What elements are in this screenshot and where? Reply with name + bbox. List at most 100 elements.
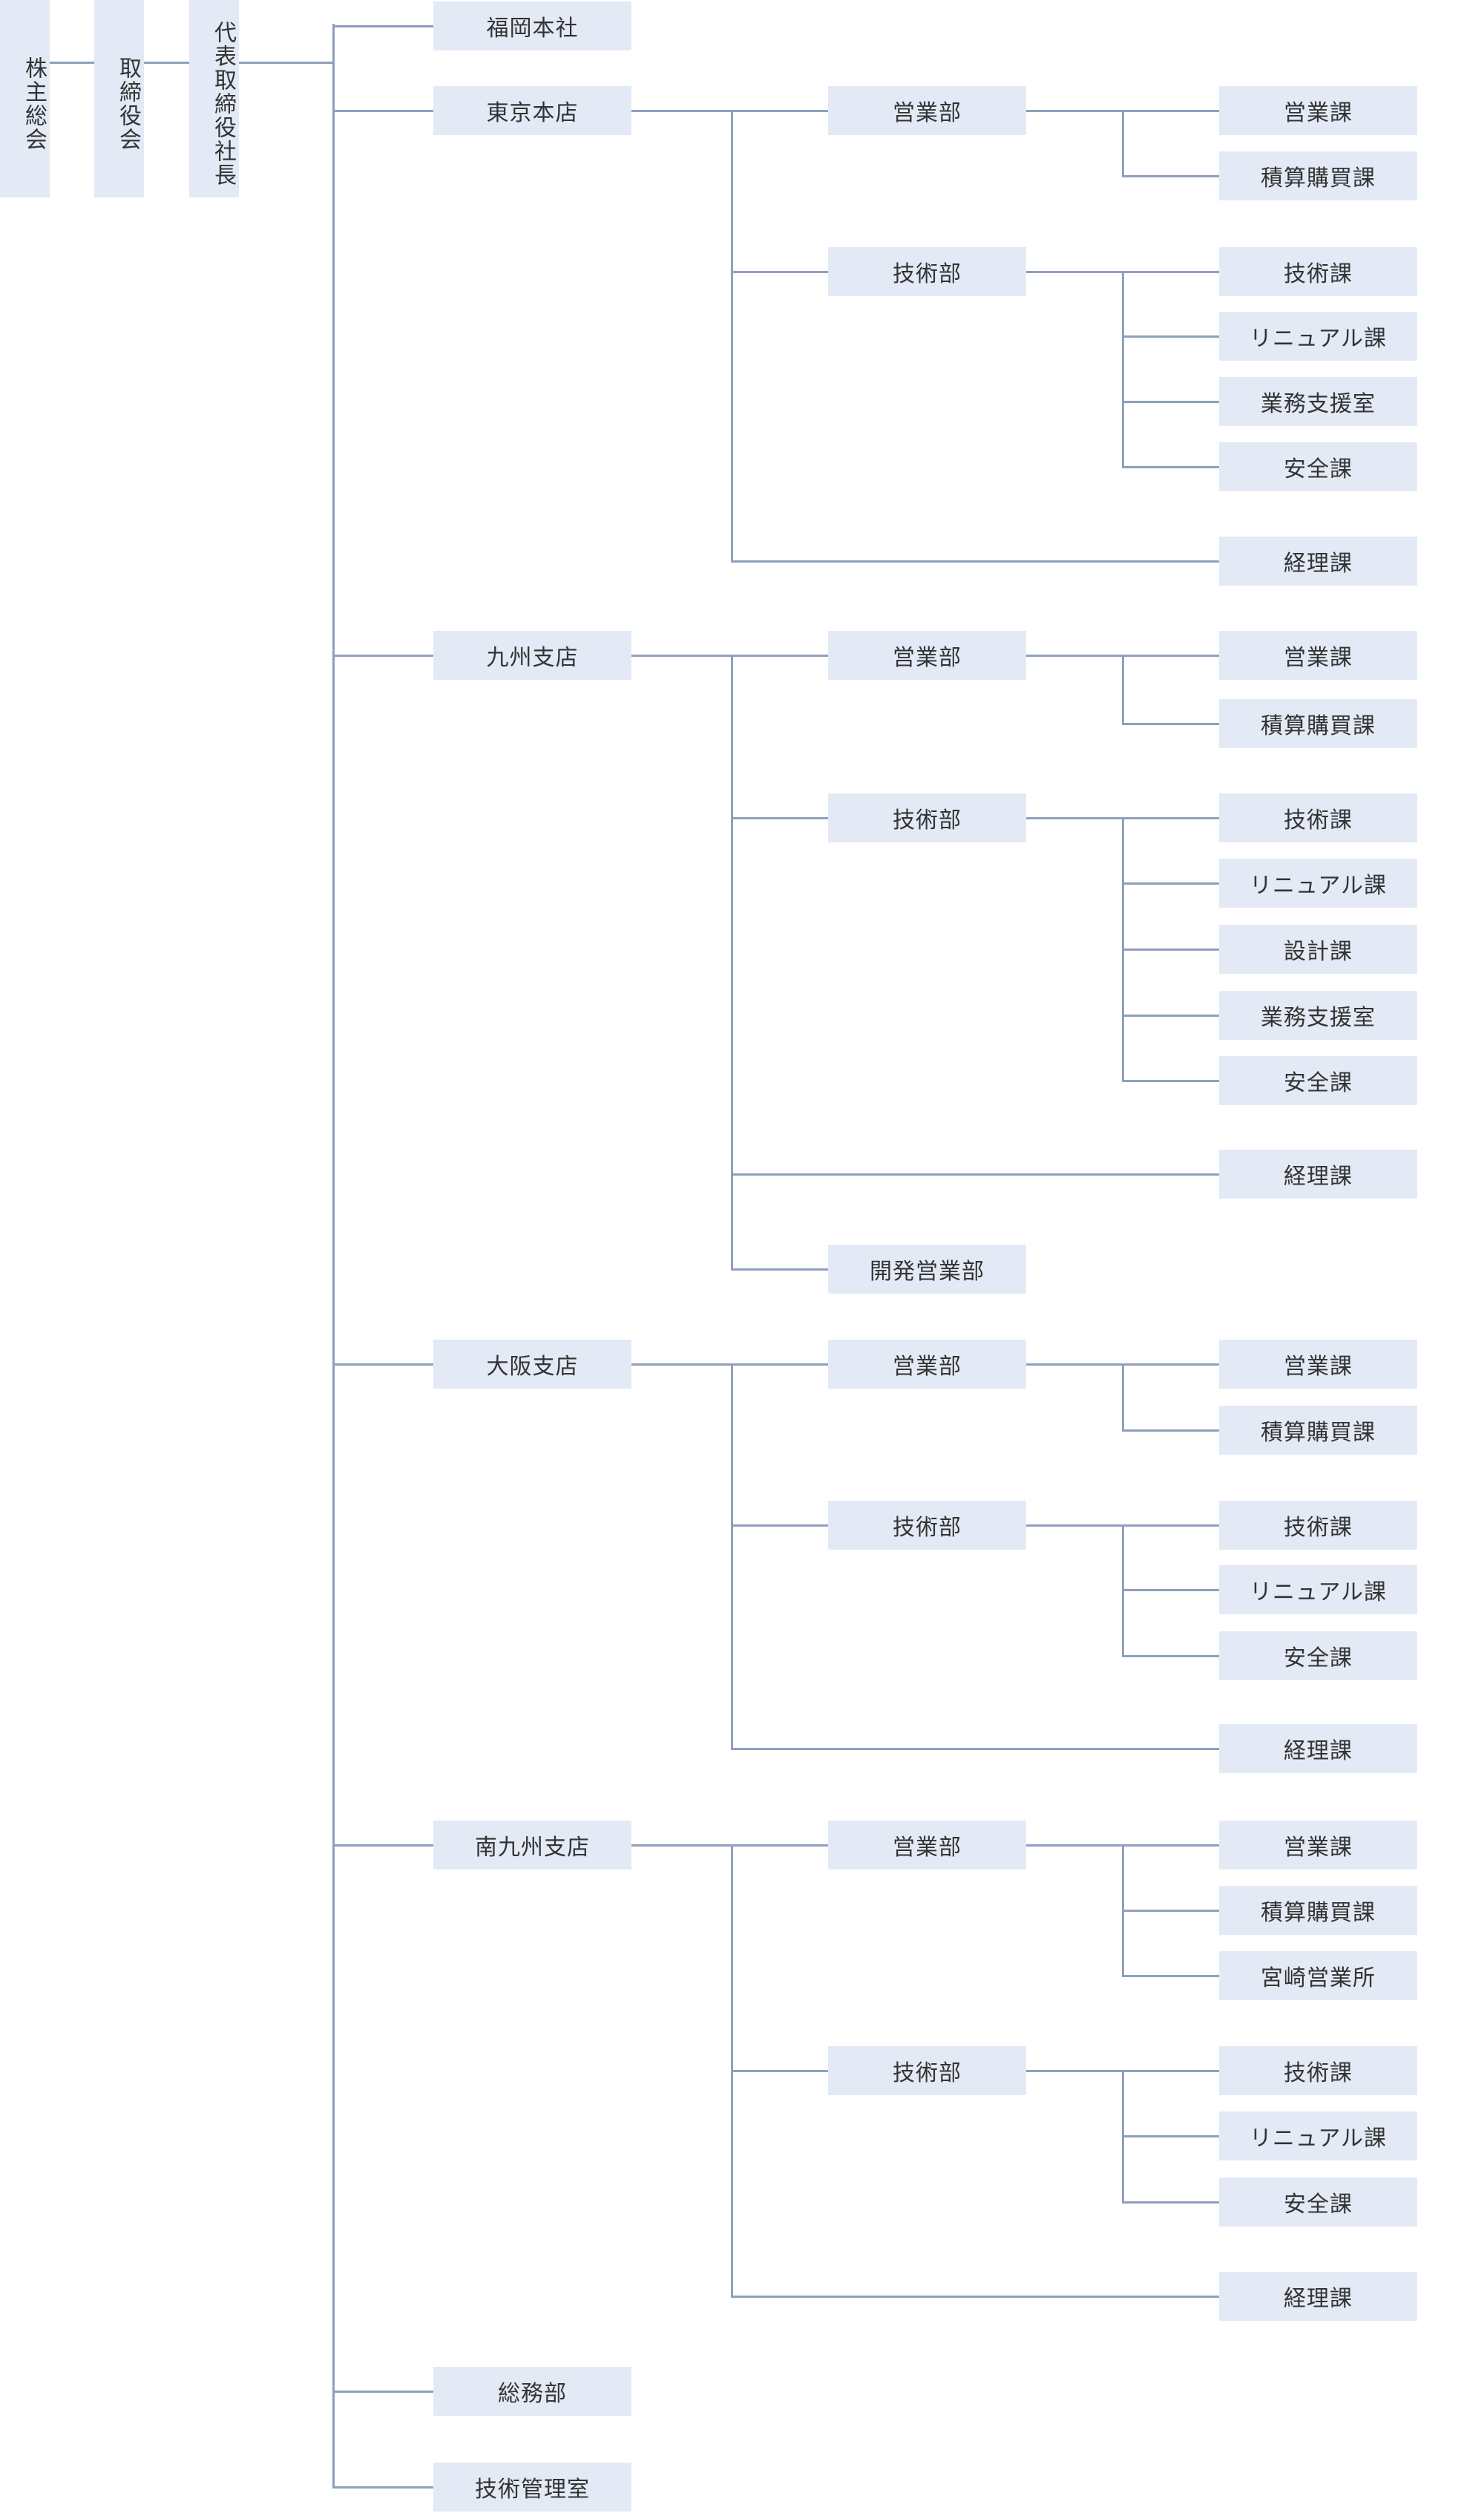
connector <box>1123 2070 1219 2072</box>
shareholders-label: 株主総会 <box>21 56 47 151</box>
connector <box>731 655 733 1271</box>
connector <box>1123 466 1219 468</box>
section-box: リニュアル課 <box>1219 859 1417 908</box>
connector <box>333 655 433 657</box>
section-label: 経理課 <box>1284 551 1353 577</box>
unit-soumu-label: 総務部 <box>498 2381 567 2407</box>
connector <box>333 110 433 112</box>
section-box: 経理課 <box>1219 1724 1417 1773</box>
board-box: 取締役会 <box>94 0 144 197</box>
connector <box>332 24 335 2489</box>
department-box: 営業部 <box>828 631 1026 680</box>
connector <box>333 2486 433 2489</box>
section-label: 技術課 <box>1284 2060 1353 2086</box>
connector <box>1122 1525 1124 1657</box>
section-label: 業務支援室 <box>1261 1005 1376 1031</box>
section-label: 安全課 <box>1284 1645 1353 1671</box>
department-label: 営業部 <box>893 1354 962 1380</box>
connector <box>1026 1363 1123 1366</box>
connector <box>1026 2070 1123 2072</box>
department-box: 技術部 <box>828 247 1026 296</box>
department-label: 技術部 <box>893 261 962 287</box>
department-box: 技術部 <box>828 2046 1026 2095</box>
connector <box>732 1844 828 1847</box>
section-box: 経理課 <box>1219 1150 1417 1199</box>
connector <box>1123 1589 1219 1591</box>
department-box: 営業部 <box>828 86 1026 135</box>
department-box: 営業部 <box>828 1340 1026 1389</box>
department-label: 開発営業部 <box>870 1259 985 1285</box>
connector <box>1123 817 1219 819</box>
connector <box>732 1748 1219 1750</box>
unit-tokyo-box: 東京本店 <box>433 86 631 135</box>
section-box: 営業課 <box>1219 1340 1417 1389</box>
connector <box>1123 271 1219 273</box>
connector <box>732 2296 1219 2298</box>
connector <box>1123 1844 1219 1847</box>
connector <box>1123 175 1219 177</box>
section-label: リニュアル課 <box>1249 1579 1388 1605</box>
connector <box>1123 723 1219 725</box>
connector <box>1123 335 1219 338</box>
connector <box>1122 1364 1124 1432</box>
connector <box>732 655 828 657</box>
section-label: 技術課 <box>1284 807 1353 833</box>
connector <box>732 2070 828 2072</box>
shareholders-box: 株主総会 <box>0 0 50 197</box>
section-label: 業務支援室 <box>1261 391 1376 417</box>
section-label: 安全課 <box>1284 1070 1353 1096</box>
section-box: 設計課 <box>1219 925 1417 974</box>
section-box: 安全課 <box>1219 1056 1417 1105</box>
connector <box>732 1524 828 1527</box>
section-label: 宮崎営業所 <box>1261 1965 1376 1991</box>
connector <box>732 560 1219 563</box>
section-label: 経理課 <box>1284 1738 1353 1764</box>
connector <box>333 1844 433 1847</box>
connector <box>1026 110 1123 112</box>
connector <box>732 1363 828 1366</box>
unit-kyushu-box: 九州支店 <box>433 631 631 680</box>
connector <box>1026 817 1123 819</box>
section-label: 営業課 <box>1284 100 1353 126</box>
board-label: 取締役会 <box>115 56 141 151</box>
department-box: 技術部 <box>828 1501 1026 1550</box>
department-label: 技術部 <box>893 2060 962 2086</box>
connector <box>333 25 433 27</box>
connector <box>732 110 828 112</box>
president-box: 代表取締役社長 <box>189 0 239 197</box>
connector <box>731 1364 733 1750</box>
section-label: 経理課 <box>1284 2286 1353 2312</box>
connector <box>631 1363 732 1366</box>
section-label: 営業課 <box>1284 1354 1353 1380</box>
connector <box>333 1363 433 1366</box>
connector <box>1123 948 1219 951</box>
section-box: 積算購買課 <box>1219 151 1417 200</box>
connector <box>732 1268 828 1271</box>
unit-tokyo-label: 東京本店 <box>486 100 579 126</box>
section-box: 積算購買課 <box>1219 1406 1417 1455</box>
section-label: 積算購買課 <box>1261 166 1376 191</box>
section-label: 積算購買課 <box>1261 1900 1376 1926</box>
connector <box>1123 2201 1219 2204</box>
section-box: 技術課 <box>1219 247 1417 296</box>
section-label: 積算購買課 <box>1261 1420 1376 1446</box>
department-label: 営業部 <box>893 645 962 671</box>
section-label: 経理課 <box>1284 1164 1353 1190</box>
connector <box>144 62 189 64</box>
unit-gijutsukanri-label: 技術管理室 <box>475 2477 590 2503</box>
connector <box>1123 401 1219 403</box>
unit-kyushu-label: 九州支店 <box>486 645 579 671</box>
connector <box>1123 1363 1219 1366</box>
section-box: 業務支援室 <box>1219 991 1417 1040</box>
connector <box>1123 1524 1219 1527</box>
unit-minamikyushu-label: 南九州支店 <box>475 1835 590 1861</box>
connector <box>1123 1080 1219 1082</box>
section-box: 安全課 <box>1219 2178 1417 2227</box>
department-label: 営業部 <box>893 100 962 126</box>
section-label: 安全課 <box>1284 2192 1353 2218</box>
section-label: 営業課 <box>1284 1835 1353 1861</box>
connector <box>1123 882 1219 885</box>
connector <box>50 62 94 64</box>
connector <box>732 1173 1219 1176</box>
